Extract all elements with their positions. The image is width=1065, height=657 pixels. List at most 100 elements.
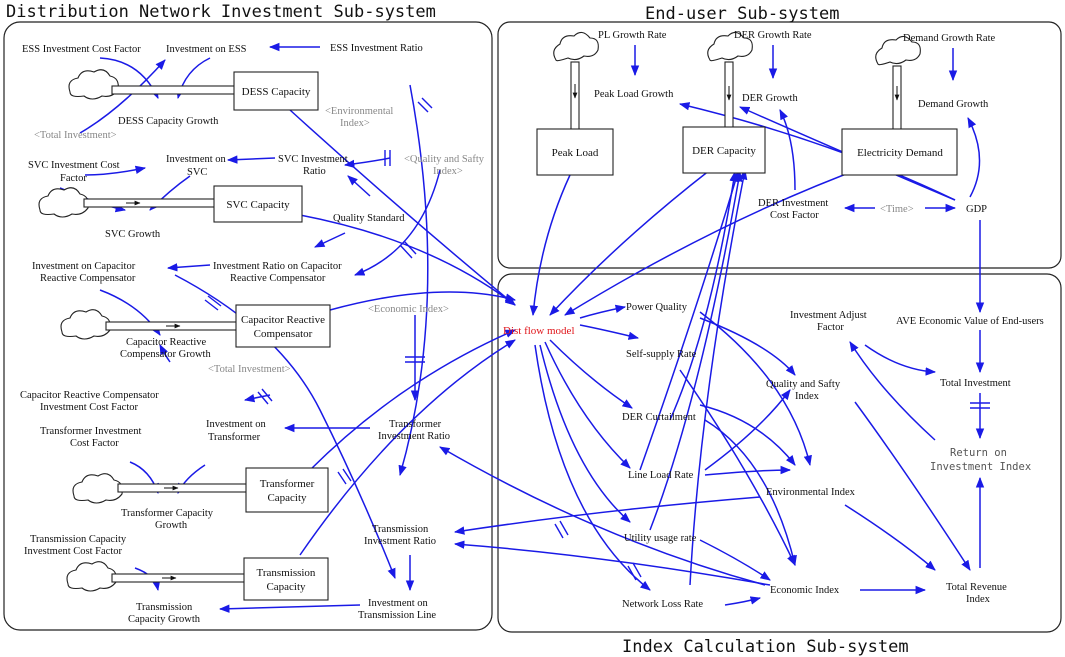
link: [679, 369, 796, 566]
var-der-growth-rate[interactable]: DER Growth Rate: [734, 30, 812, 41]
stock-der-label: DER Capacity: [692, 145, 756, 157]
var-transformer-ratio-1[interactable]: Transformer: [389, 419, 442, 430]
stock-flow-der: DER Capacity: [682, 31, 766, 174]
link: [564, 164, 871, 316]
var-transmission-ratio-2: Investment Ratio: [364, 536, 436, 547]
var-environmental-index-shadow-1[interactable]: <Environmental: [325, 106, 393, 117]
var-svc-growth[interactable]: SVC Growth: [105, 229, 161, 240]
stock-dess-label: DESS Capacity: [242, 86, 311, 98]
var-capacitor-growth-1[interactable]: Capacitor Reactive: [126, 337, 207, 348]
link: [289, 109, 516, 306]
var-der-curtailment[interactable]: DER Curtailment: [622, 412, 696, 423]
var-line-load-rate[interactable]: Line Load Rate: [628, 470, 694, 481]
var-transformer-growth-1[interactable]: Transformer Capacity: [121, 508, 214, 519]
stock-flow-transformer: Transformer Capacity: [72, 467, 329, 513]
var-economic-index-shadow[interactable]: <Economic Index>: [368, 304, 449, 315]
stock-transmission[interactable]: [243, 557, 329, 601]
var-transmission-cost-factor-1[interactable]: Transmission Capacity: [30, 534, 127, 545]
link: [678, 102, 956, 201]
var-quality-safety-shadow-1[interactable]: <Quality and Safty: [404, 154, 485, 165]
var-inv-on-capacitor-1[interactable]: Investment on Capacitor: [32, 261, 136, 272]
link: [549, 339, 633, 409]
link: [439, 446, 766, 586]
var-total-investment-shadow-2[interactable]: <Total Investment>: [208, 364, 291, 375]
stock-flow-dess: DESS Capacity: [68, 69, 319, 111]
var-power-quality[interactable]: Power Quality: [626, 302, 688, 313]
stock-capacitor[interactable]: [235, 304, 331, 348]
var-demand-growth[interactable]: Demand Growth: [918, 99, 989, 110]
link: [649, 170, 743, 531]
link: [699, 404, 796, 466]
link: [309, 329, 516, 471]
var-pl-growth-rate[interactable]: PL Growth Rate: [598, 30, 667, 41]
stock-peak-load[interactable]: [536, 128, 614, 176]
panel-distribution: Distribution Network Investment Sub-syst…: [3, 2, 493, 631]
var-investment-on-transformer-2: Transformer: [208, 432, 261, 443]
var-roi-index-2: Investment Index: [930, 461, 1031, 473]
link: [699, 539, 771, 581]
var-transformer-cost-factor-1[interactable]: Transformer Investment: [40, 426, 141, 437]
link: [704, 419, 797, 567]
panel-title-distribution: Distribution Network Investment Sub-syst…: [6, 2, 436, 22]
stock-electricity-demand[interactable]: [841, 128, 958, 176]
cloud-icon: [66, 561, 117, 592]
var-quality-safety-index-2: Index: [795, 391, 820, 402]
var-network-loss-rate[interactable]: Network Loss Rate: [622, 599, 703, 610]
var-ess-cost-factor[interactable]: ESS Investment Cost Factor: [22, 44, 141, 55]
var-economic-index[interactable]: Economic Index: [770, 585, 840, 596]
stock-transformer[interactable]: [245, 467, 329, 513]
stock-svc[interactable]: [213, 185, 303, 223]
var-investment-adjust-factor-1[interactable]: Investment Adjust: [790, 310, 867, 321]
var-ave-economic-value[interactable]: AVE Economic Value of End-users: [896, 316, 1044, 327]
var-investment-on-svc-1[interactable]: Investment on: [166, 154, 227, 165]
var-transmission-ratio-1[interactable]: Transmission: [372, 524, 429, 535]
var-investment-on-transformer-1[interactable]: Investment on: [206, 419, 267, 430]
link: [299, 339, 516, 556]
var-der-inv-cost-factor-1[interactable]: DER Investment: [758, 198, 828, 209]
link: [724, 596, 762, 606]
link: [639, 170, 740, 471]
variables-index: Dist flow model Power Quality Self-suppl…: [503, 302, 1044, 610]
var-self-supply-rate[interactable]: Self-supply Rate: [626, 349, 697, 360]
var-demand-growth-rate[interactable]: Demand Growth Rate: [903, 33, 995, 44]
var-total-revenue-1[interactable]: Total Revenue: [946, 582, 1007, 593]
var-time-shadow[interactable]: <Time>: [880, 204, 914, 215]
var-environmental-index[interactable]: Environmental Index: [766, 487, 856, 498]
var-total-investment[interactable]: Total Investment: [940, 378, 1011, 389]
var-quality-safety-index-1[interactable]: Quality and Safty: [766, 379, 841, 390]
link: [864, 344, 937, 376]
var-investment-on-ess[interactable]: Investment on ESS: [166, 44, 247, 55]
var-svc-cost-factor-1[interactable]: SVC Investment Cost: [28, 160, 120, 171]
cloud-icon: [68, 69, 119, 100]
cloud-icon: [707, 31, 753, 62]
var-svc-investment-ratio-1[interactable]: SVC Investment: [278, 154, 348, 165]
cloud-icon: [553, 31, 599, 62]
var-svc-investment-ratio-2: Ratio: [303, 166, 326, 177]
var-quality-standard[interactable]: Quality Standard: [333, 213, 405, 224]
link: [967, 117, 981, 198]
link: [314, 232, 346, 248]
link: [844, 504, 936, 571]
var-transmission-growth-1[interactable]: Transmission: [136, 602, 193, 613]
stock-transmission-label-1: Transmission: [257, 567, 316, 579]
var-transformer-cost-factor-2: Cost Factor: [70, 438, 119, 449]
var-utility-usage-rate[interactable]: Utility usage rate: [624, 533, 697, 544]
var-der-growth[interactable]: DER Growth: [742, 93, 798, 104]
link: [544, 341, 631, 469]
var-total-investment-shadow[interactable]: <Total Investment>: [34, 130, 117, 141]
var-dess-growth[interactable]: DESS Capacity Growth: [118, 116, 219, 127]
panel-title-enduser: End-user Sub-system: [645, 4, 839, 24]
stock-transformer-label-1: Transformer: [260, 478, 315, 490]
var-ess-investment-ratio[interactable]: ESS Investment Ratio: [330, 43, 423, 54]
stock-dess[interactable]: [233, 71, 319, 111]
var-inv-ratio-capacitor-1[interactable]: Investment Ratio on Capacitor: [213, 261, 342, 272]
variables-distribution: ESS Investment Cost Factor Investment on…: [20, 43, 485, 625]
var-investment-on-transmission-1[interactable]: Investment on: [368, 598, 429, 609]
var-capacitor-cost-factor-1[interactable]: Capacitor Reactive Compensator: [20, 390, 159, 401]
var-dist-flow-model[interactable]: Dist flow model: [503, 325, 575, 337]
var-roi-index-1[interactable]: Return on: [950, 447, 1007, 459]
var-peak-load-growth[interactable]: Peak Load Growth: [594, 89, 674, 100]
var-gdp[interactable]: GDP: [966, 204, 987, 215]
stock-der[interactable]: [682, 126, 766, 174]
